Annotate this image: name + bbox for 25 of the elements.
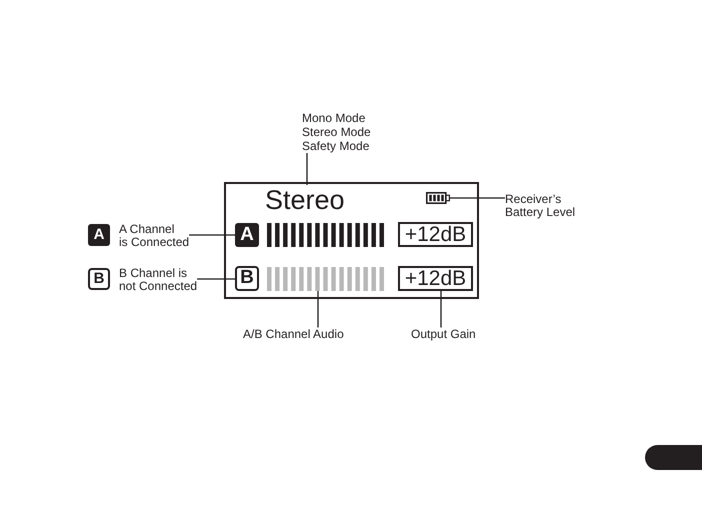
level-meter [267,223,384,247]
mode-option-label: Stereo Mode [302,125,371,139]
callout-label: Output Gain [411,328,476,340]
leader-line [440,291,442,328]
leader-line [197,278,235,280]
callout-label: A Channel is Connected [119,222,190,248]
callout-label: A/B Channel Audio [243,328,344,340]
battery-icon [426,192,450,204]
mode-text: Stereo [265,185,345,215]
leader-line [450,197,505,199]
leader-line [189,234,235,236]
callout-label: B Channel is not Connected [119,266,198,292]
callout-label: Receiver’s Battery Level [505,192,576,218]
mode-option-label: Safety Mode [302,139,370,153]
channel-badge: B [235,266,259,291]
level-meter [267,267,384,291]
leader-line [306,153,308,185]
channel-badge: A [235,223,259,247]
gain-readout: +12dB [398,222,473,247]
channel-badge: B [88,268,110,290]
mode-option-label: Mono Mode [302,111,366,125]
gain-readout: +12dB [398,266,473,291]
lcd-display [224,182,479,299]
leader-line [317,291,319,328]
channel-badge: A [88,224,110,246]
